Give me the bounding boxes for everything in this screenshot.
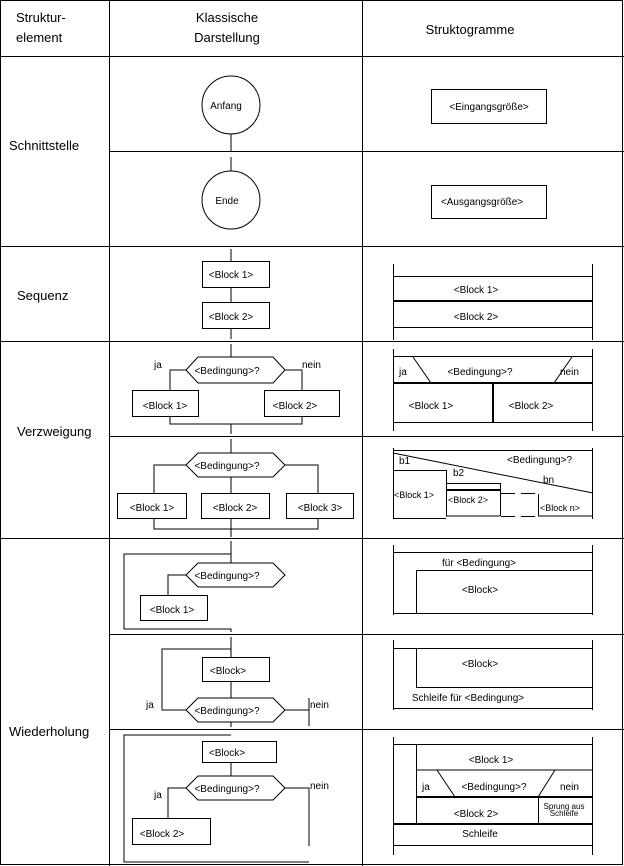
w2-nein-label: nein (310, 700, 329, 711)
anfang-label: Anfang (210, 101, 242, 112)
classic-schleife-fuss: <Block> <Bedingung>? ja nein (145, 637, 329, 727)
classic-schnittstelle-start: Anfang (201, 75, 261, 151)
w3-block-label: <Block> (209, 748, 245, 759)
nsd-v3-bn-label: bn (543, 475, 554, 486)
classic-schleife-kopf: <Bedingung>? <Block 1> (123, 541, 286, 632)
row-label-schnittstelle: Schnittstelle (9, 138, 79, 153)
row-label-sequenz: Sequenz (17, 288, 68, 303)
classic-verzweigung-3: <Bedingung>? <Block 1> <Block 2> <Block … (117, 439, 354, 537)
w2-block-label: <Block> (210, 666, 246, 677)
nsd-v2-bedingung-label: <Bedingung>? (447, 367, 513, 378)
v2-block1-label: <Block 1> (143, 401, 188, 412)
seq-block1-label: <Block 1> (209, 270, 254, 281)
nsd-seq-block1-label: <Block 1> (454, 285, 499, 296)
nsd-eingang: <Eingangsgröße> (431, 89, 547, 124)
nsd-verzweigung-2: ja <Bedingung>? nein <Block 1> <Block 2> (393, 349, 593, 431)
w1-bedingung-label: <Bedingung>? (194, 571, 260, 582)
eingang-label: <Eingangsgröße> (449, 102, 529, 113)
w1-bedingung-hexagon (185, 562, 286, 588)
nsd-w1-fuer-label: für <Bedingung> (442, 558, 516, 569)
header-col2-line2: Darstellung (194, 30, 260, 45)
header-col1-line1: Struktur- (16, 10, 66, 25)
w2-ja-label: ja (145, 700, 154, 711)
w1-block1-label: <Block 1> (150, 605, 195, 616)
nsd-v3-b1-label: b1 (399, 456, 411, 467)
v3-block2-label: <Block 2> (213, 503, 258, 514)
v2-bedingung-label: <Bedingung>? (194, 366, 260, 377)
nsd-w3-sprung-line1: Sprung aus (544, 802, 585, 811)
header-col1-line2: element (16, 30, 63, 45)
w2-bedingung-label: <Bedingung>? (194, 706, 260, 717)
nsd-verzweigung-3: b1 b2 bn <Bedingung>? <Block 1> <Block 2… (392, 448, 594, 519)
nsd-seq-block2-label: <Block 2> (454, 312, 499, 323)
nsd-ausgang: <Ausgangsgröße> (431, 185, 547, 219)
classic-verzweigung-2: <Bedingung>? ja nein <Block 1> <Block 2> (132, 344, 340, 434)
nsd-w2-schleife-fuer-label: Schleife für <Bedingung> (412, 693, 524, 704)
v2-block2-label: <Block 2> (273, 401, 318, 412)
header-col2-line1: Klassische (196, 10, 258, 25)
row-label-wiederholung: Wiederholung (9, 724, 89, 739)
v3-block1-label: <Block 1> (130, 503, 175, 514)
header-col3: Struktogramme (426, 22, 515, 37)
w3-block2-label: <Block 2> (140, 829, 185, 840)
v3-block3-label: <Block 3> (298, 503, 343, 514)
nsd-sequenz: <Block 1> <Block 2> (393, 264, 593, 340)
row-label-verzweigung: Verzweigung (17, 424, 91, 439)
classic-schleife-abbruch: <Block> <Bedingung>? <Block 2> ja nein (123, 734, 329, 863)
nsd-schleife-abbruch: <Block 1> ja <Bedingung>? nein <Block 2>… (393, 737, 593, 855)
nsd-schleife-kopf: für <Bedingung> <Block> (393, 545, 593, 615)
table-header: Struktur- element Klassische Darstellung… (16, 10, 514, 45)
nsd-w3-sprung-line2: Schleife (550, 809, 579, 818)
nsd-v3-blockn-label: <Block n> (540, 503, 580, 513)
w3-ja-label: ja (153, 790, 162, 801)
ende-label: Ende (215, 196, 239, 207)
nsd-v3-bedingung-label: <Bedingung>? (507, 455, 573, 466)
v2-ja-label: ja (153, 360, 162, 371)
classic-schnittstelle-end: Ende (201, 157, 261, 230)
w3-bedingung-label: <Bedingung>? (194, 784, 260, 795)
nsd-w1-block-label: <Block> (462, 585, 498, 596)
nsd-v2-ja-label: ja (398, 367, 407, 378)
nsd-w3-block2-label: <Block 2> (454, 809, 499, 820)
nsd-w2-block-label: <Block> (462, 659, 498, 670)
nsd-v2-nein-label: nein (560, 367, 579, 378)
nsd-v2-block1-label: <Block 1> (409, 401, 454, 412)
v2-nein-label: nein (302, 360, 321, 371)
nsd-v3-block1-label: <Block 1> (394, 490, 434, 500)
nsd-schleife-fuss: <Block> Schleife für <Bedingung> (393, 640, 593, 710)
nsd-w3-block1-label: <Block 1> (469, 755, 514, 766)
nsd-v3-b2-label: b2 (453, 468, 465, 479)
seq-block2-label: <Block 2> (209, 312, 254, 323)
nsd-v3-block2-label: <Block 2> (448, 495, 488, 505)
nsd-w3-schleife-label: Schleife (462, 829, 498, 840)
nsd-v2-block2-label: <Block 2> (509, 401, 554, 412)
classic-sequenz: <Block 1> <Block 2> (202, 249, 270, 339)
nsd-w3-ja-label: ja (421, 782, 430, 793)
v3-bedingung-label: <Bedingung>? (194, 461, 260, 472)
ausgang-label: <Ausgangsgröße> (441, 197, 523, 208)
w3-nein-label: nein (310, 781, 329, 792)
nsd-w3-nein-label: nein (560, 782, 579, 793)
ende-circle (201, 170, 261, 230)
nsd-w3-bedingung-label: <Bedingung>? (461, 782, 527, 793)
